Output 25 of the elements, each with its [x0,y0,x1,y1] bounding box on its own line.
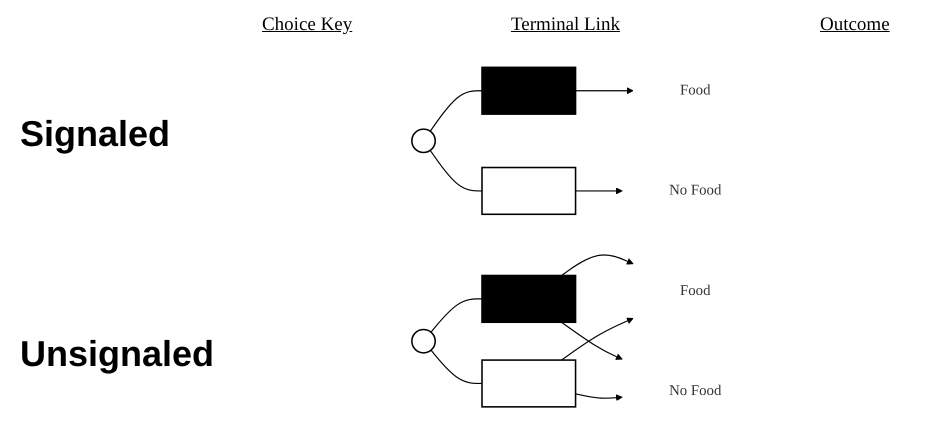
arrow [561,318,634,361]
node-bar [481,166,576,216]
row-label: Signaled [20,113,170,155]
connector [430,90,482,132]
arrow [576,187,623,194]
node-text: Food [680,82,710,98]
column-header: Choice Key [262,14,352,36]
node-bar [481,66,576,115]
connector [430,150,482,192]
node-circle [411,328,436,354]
node-bar [481,274,576,324]
node-bar [481,359,576,408]
column-header: Outcome [820,14,890,36]
column-header: Terminal Link [511,14,620,36]
arrow [575,393,623,402]
arrow [576,87,634,94]
connector [430,350,482,384]
node-circle [411,128,436,154]
row-label: Unsignaled [20,333,214,375]
node-text: No Food [669,182,722,199]
arrow [561,254,634,276]
node-text: No Food [669,382,722,399]
node-text: Food [680,282,710,299]
arrow [561,322,623,360]
connector [430,298,482,333]
